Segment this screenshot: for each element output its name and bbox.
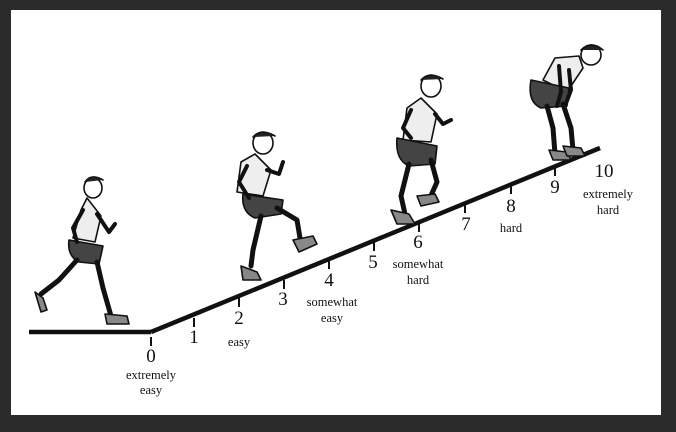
diagram-frame: 0 1 2 3 4 5 6 7 8 9 10 extremely easy ea… (11, 10, 661, 415)
runner-icon (34, 176, 130, 325)
tick-label-2: 2 (234, 308, 244, 329)
label-easy: easy (228, 335, 251, 349)
exertion-scale-diagram: 0 1 2 3 4 5 6 7 8 9 10 extremely easy ea… (29, 44, 634, 397)
tick-label-3: 3 (278, 289, 288, 310)
stepping-figure-icon (236, 131, 318, 281)
climbing-figure-icon (390, 74, 453, 225)
label-somewhat-hard-line2: hard (407, 273, 430, 287)
label-somewhat-easy-line2: easy (321, 311, 344, 325)
tick-label-9: 9 (550, 177, 560, 198)
tick-label-0: 0 (146, 346, 156, 367)
label-extremely-hard-line1: extremely (583, 187, 634, 201)
tick-numbers: 0 1 2 3 4 5 6 7 8 9 10 (146, 161, 613, 367)
tick-label-10: 10 (595, 161, 614, 182)
tick-marks (150, 167, 556, 346)
label-extremely-hard-line2: hard (597, 203, 620, 217)
baseline (29, 145, 601, 335)
tick-label-4: 4 (324, 270, 334, 291)
label-extremely-easy-line1: extremely (126, 368, 177, 382)
label-hard: hard (500, 221, 523, 235)
tick-label-7: 7 (461, 214, 471, 235)
descriptor-labels: extremely easy easy somewhat easy somewh… (126, 187, 634, 397)
label-extremely-easy-line2: easy (140, 383, 163, 397)
exhausted-figure-icon (529, 44, 604, 161)
tick-label-5: 5 (368, 252, 378, 273)
label-somewhat-hard-line1: somewhat (393, 257, 444, 271)
tick-label-6: 6 (413, 232, 423, 253)
tick-label-1: 1 (189, 327, 199, 348)
tick-label-8: 8 (506, 196, 516, 217)
label-somewhat-easy-line1: somewhat (307, 295, 358, 309)
